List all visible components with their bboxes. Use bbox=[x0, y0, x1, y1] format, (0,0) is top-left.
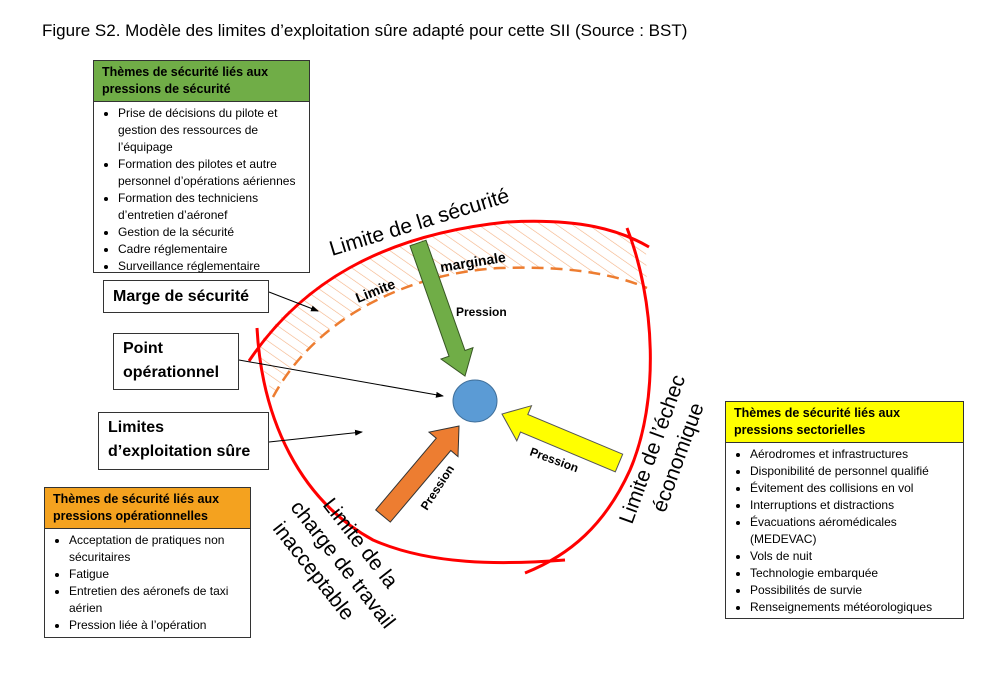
list-item: Possibilités de survie bbox=[750, 582, 957, 599]
safety-themes-box: Thèmes de sécurité liés aux pressions de… bbox=[93, 60, 310, 273]
workload-limit-boundary bbox=[255, 327, 566, 565]
margin-pointer-arrow bbox=[268, 291, 319, 312]
list-item: Pression liée à l’opération bbox=[69, 617, 244, 634]
safety-themes-title: Thèmes de sécurité liés aux pressions de… bbox=[94, 61, 309, 102]
point-pointer-arrow bbox=[238, 359, 444, 398]
list-item: Surveillance réglementaire bbox=[118, 258, 303, 275]
safety-margin-callout: Marge de sécurité bbox=[103, 280, 269, 313]
list-item: Évitement des collisions en vol bbox=[750, 480, 957, 497]
list-item: Interruptions et distractions bbox=[750, 497, 957, 514]
list-item: Gestion de la sécurité bbox=[118, 224, 303, 241]
operational-themes-title: Thèmes de sécurité liés aux pressions op… bbox=[45, 488, 250, 529]
safety-margin-text: Marge de sécurité bbox=[113, 288, 250, 305]
limits-pointer-arrow bbox=[268, 429, 363, 443]
operational-themes-list: Acceptation de pratiques non sécuritaire… bbox=[45, 529, 250, 636]
economic-limit-boundary bbox=[524, 227, 652, 575]
safe-operating-limits-text-1: Limites bbox=[108, 419, 165, 436]
figure-title: Figure S2. Modèle des limites d’exploita… bbox=[42, 21, 688, 40]
list-item: Fatigue bbox=[69, 566, 244, 583]
operating-point-callout: Point opérationnel bbox=[113, 333, 239, 390]
list-item: Évacuations aéromédicales (MEDEVAC) bbox=[750, 514, 957, 548]
operating-point bbox=[452, 379, 498, 423]
list-item: Prise de décisions du pilote et gestion … bbox=[118, 105, 303, 156]
safety-margin-area bbox=[256, 221, 647, 397]
list-item: Aérodromes et infrastructures bbox=[750, 446, 957, 463]
sector-themes-list: Aérodromes et infrastructures Disponibil… bbox=[726, 443, 963, 618]
safety-pressure-arrow bbox=[409, 239, 474, 377]
sector-themes-box: Thèmes de sécurité liés aux pressions se… bbox=[725, 401, 964, 619]
operating-point-text-2: opérationnel bbox=[123, 364, 220, 381]
list-item: Formation des pilotes et autre personnel… bbox=[118, 156, 303, 190]
operational-pressure-arrow bbox=[374, 425, 460, 523]
safety-limit-boundary bbox=[247, 219, 650, 362]
safety-pressure-label: Pression bbox=[456, 305, 507, 319]
safe-operating-limits-callout: Limites d’exploitation sûre bbox=[98, 412, 269, 470]
list-item: Formation des techniciens d’entretien d’… bbox=[118, 190, 303, 224]
list-item: Acceptation de pratiques non sécuritaire… bbox=[69, 532, 244, 566]
list-item: Vols de nuit bbox=[750, 548, 957, 565]
list-item: Entretien des aéronefs de taxi aérien bbox=[69, 583, 244, 617]
marginal-limit-line bbox=[271, 266, 648, 398]
sector-themes-title: Thèmes de sécurité liés aux pressions se… bbox=[726, 402, 963, 443]
operating-point-text-1: Point bbox=[123, 340, 163, 357]
list-item: Cadre réglementaire bbox=[118, 241, 303, 258]
safety-themes-list: Prise de décisions du pilote et gestion … bbox=[94, 102, 309, 277]
safe-operating-limits-text-2: d’exploitation sûre bbox=[108, 443, 251, 460]
list-item: Technologie embarquée bbox=[750, 565, 957, 582]
list-item: Disponibilité de personnel qualifié bbox=[750, 463, 957, 480]
operational-themes-box: Thèmes de sécurité liés aux pressions op… bbox=[44, 487, 251, 638]
sector-pressure-arrow bbox=[501, 404, 624, 473]
list-item: Renseignements météorologiques bbox=[750, 599, 957, 616]
